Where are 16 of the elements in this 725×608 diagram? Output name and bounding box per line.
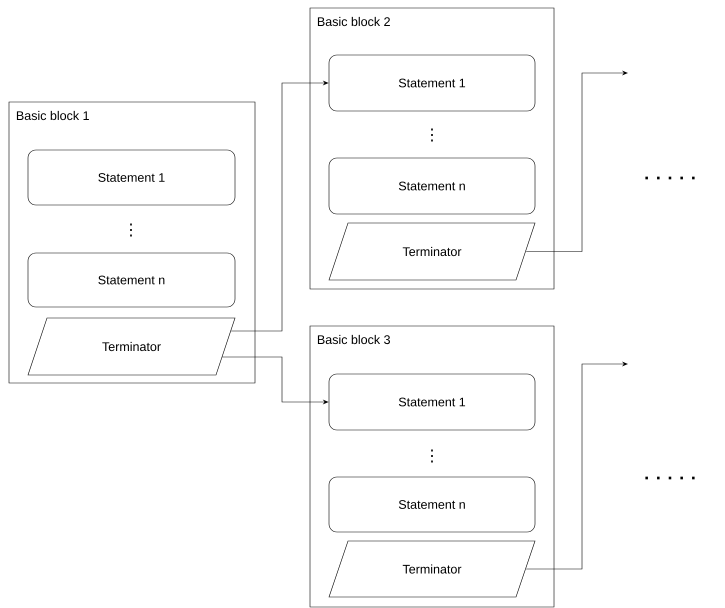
arrow <box>526 361 628 570</box>
statement-box: Statement n <box>328 476 536 532</box>
terminator-parallelogram: Terminator <box>28 318 236 376</box>
terminator-parallelogram: Terminator <box>328 540 536 598</box>
statement-box: Statement 1 <box>328 54 536 112</box>
statement-box: Statement 1 <box>328 374 536 430</box>
statement-box: Statement 1 <box>28 150 236 206</box>
ellipsis: . . . . . <box>645 176 695 180</box>
ellipsis: . . . . . <box>645 476 695 480</box>
vertical-ellipsis: ⋮ <box>130 224 132 236</box>
statement-box: Statement n <box>28 252 236 308</box>
arrow <box>526 70 628 252</box>
statement-box: Statement n <box>328 158 536 214</box>
vertical-ellipsis: ⋮ <box>431 450 433 462</box>
vertical-ellipsis: ⋮ <box>431 128 433 142</box>
terminator-parallelogram: Terminator <box>328 222 536 280</box>
